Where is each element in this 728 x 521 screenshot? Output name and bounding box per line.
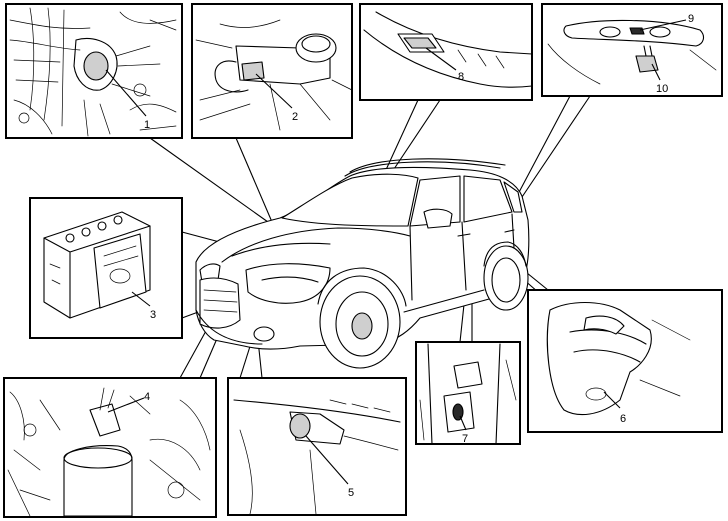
callout-7: 7 [462, 433, 468, 445]
overhead-console-illustration [547, 19, 717, 85]
master-cylinder-illustration [195, 19, 353, 131]
callout-2: 2 [292, 111, 298, 123]
callout-4: 4 [144, 391, 150, 403]
ceiling-illustration [363, 11, 533, 88]
detail-box-4: 4 [3, 377, 217, 518]
callout-1: 1 [144, 119, 150, 131]
detail-box-2: 2 [191, 3, 353, 139]
detail-box-1: 1 [5, 3, 183, 139]
detail-box-6: 6 [527, 289, 723, 433]
bumper-sensor-illustration [233, 399, 401, 515]
battery-module-illustration [43, 211, 151, 319]
door-handle-illustration [546, 302, 691, 416]
engine-lower-illustration [7, 387, 211, 517]
detail-box-5: 5 [227, 377, 407, 516]
callout-10: 10 [656, 83, 668, 95]
callout-9: 9 [688, 13, 694, 25]
vehicle-illustration [195, 158, 530, 369]
callout-6: 6 [620, 413, 626, 425]
detail-box-9-10: 9 10 [541, 3, 723, 97]
callout-8: 8 [458, 71, 464, 83]
detail-box-7: 7 [415, 341, 521, 445]
detail-box-8: 8 [359, 3, 533, 101]
engine-bay-illustration [9, 7, 177, 137]
callout-5: 5 [348, 487, 354, 499]
detail-box-3: 3 [29, 197, 183, 339]
callout-3: 3 [150, 309, 156, 321]
